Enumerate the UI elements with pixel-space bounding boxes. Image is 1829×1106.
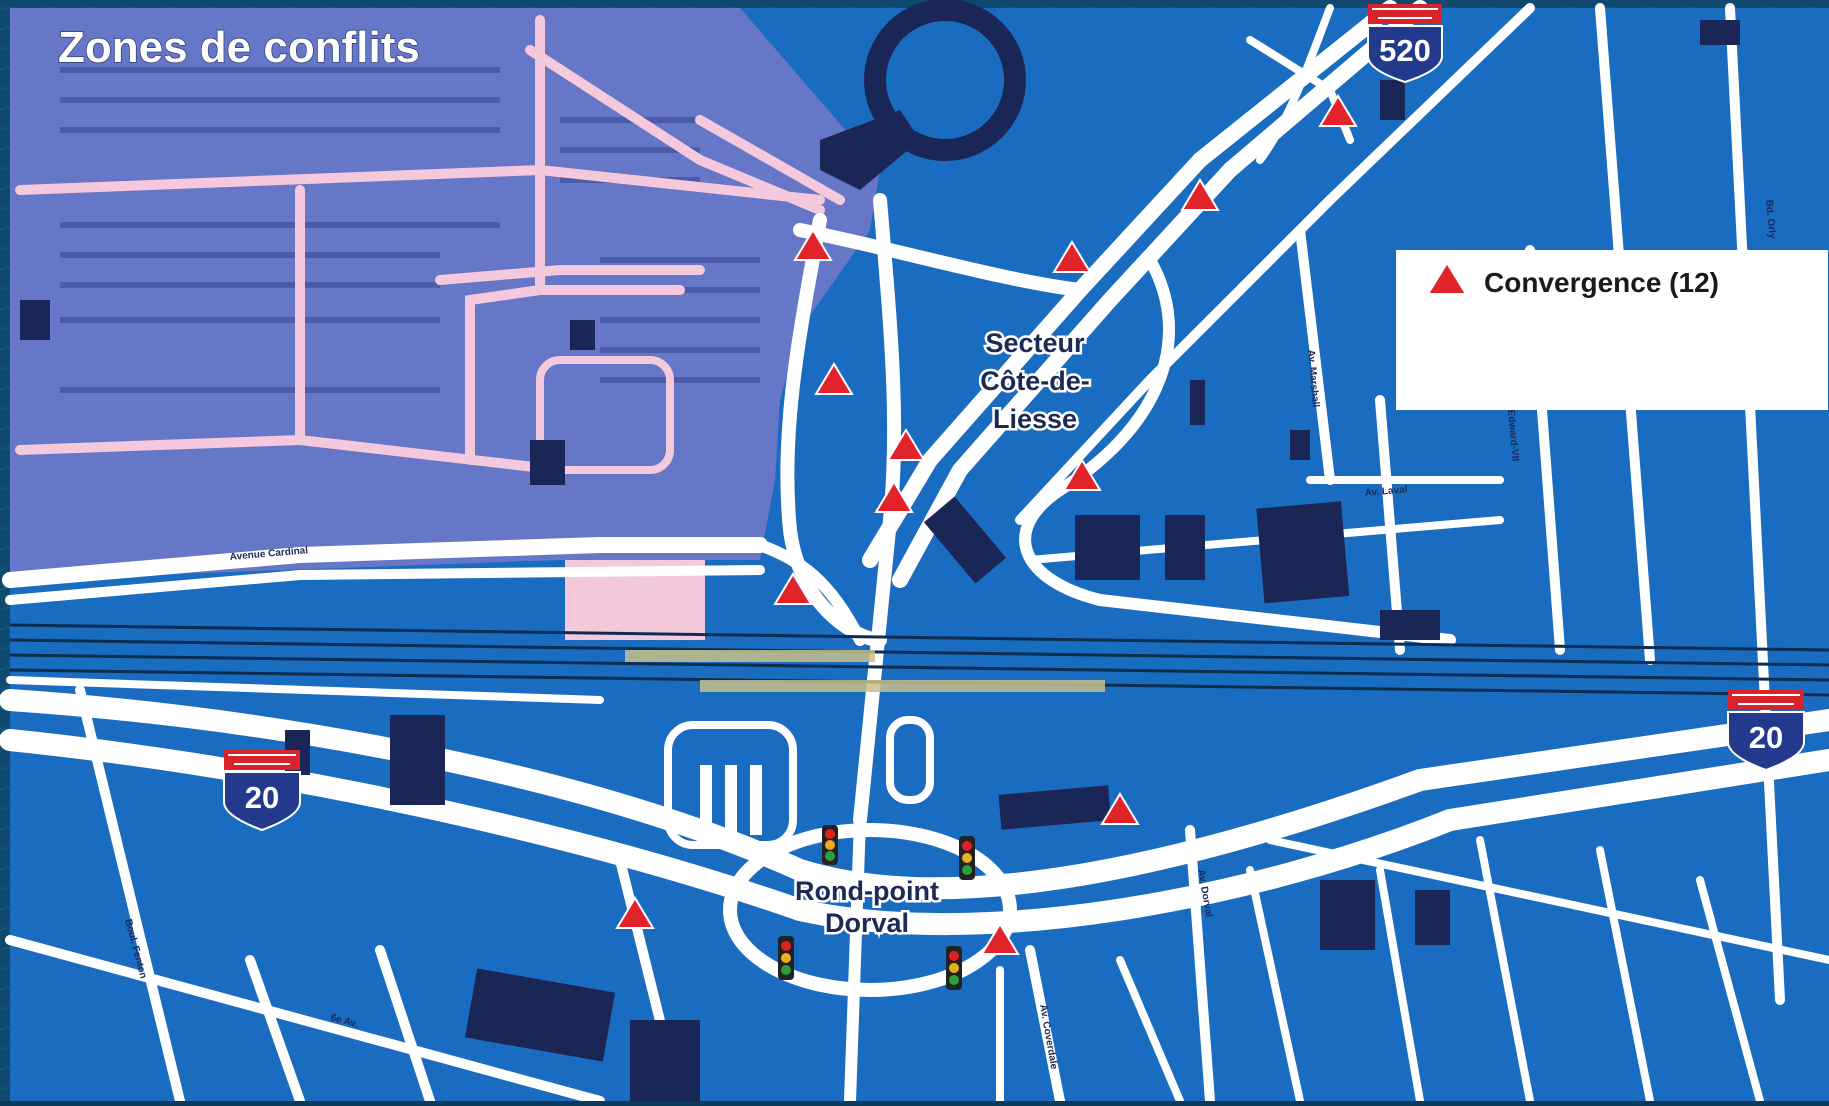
traffic-lights (778, 825, 975, 990)
convergence-triangle-icon[interactable] (980, 922, 1020, 955)
parking-structure (664, 716, 934, 849)
conflict-markers (615, 94, 1358, 955)
airport-roads (15, 15, 845, 475)
railway-platforms (625, 650, 1105, 692)
highway-shield-icon (1367, 4, 1443, 84)
traffic-light-icon (946, 946, 962, 990)
highway-shield-520[interactable]: 520 (1367, 4, 1443, 84)
convergence-triangle-icon[interactable] (874, 480, 914, 513)
airport-zone (10, 8, 880, 580)
highway-shield-icon (223, 750, 301, 832)
highway-shield-20-east[interactable]: 20 (1727, 690, 1805, 772)
area-label-dorval: Dorval (825, 908, 909, 938)
area-label-secteur: Secteur (985, 328, 1085, 358)
convergence-triangle-icon[interactable] (615, 896, 655, 929)
highway-number-20-west: 20 (245, 780, 279, 815)
traffic-light-icon (959, 836, 975, 880)
area-label-liesse: Liesse (993, 404, 1077, 434)
convergence-triangle-icon[interactable] (1100, 792, 1140, 825)
highway-shield-icon (1727, 690, 1805, 772)
highway-shield-20-west[interactable]: 20 (223, 750, 301, 832)
convergence-triangle-icon[interactable] (886, 428, 926, 461)
legend-convergence-label: Convergence (12) (1484, 267, 1719, 298)
legend-box: Convergence (12) (1396, 250, 1828, 410)
convergence-triangle-icon[interactable] (1052, 240, 1092, 273)
street-label-av-laval: Av. Laval (1364, 484, 1408, 499)
highway-number-520: 520 (1379, 33, 1431, 68)
traffic-light-icon (778, 936, 794, 980)
map-title: Zones de conflits (58, 23, 420, 72)
area-label-rond-point: Rond-point (795, 876, 939, 906)
convergence-triangle-icon[interactable] (773, 572, 813, 605)
buildings (20, 20, 1740, 1101)
street-label-bd-orly: Bd. Orly (1763, 199, 1777, 239)
parking-lots (60, 67, 760, 393)
convergence-triangle-icon[interactable] (814, 362, 854, 395)
convergence-triangle-icon (1426, 261, 1468, 295)
traffic-light-icon (822, 825, 838, 865)
convergence-triangle-icon[interactable] (793, 228, 833, 261)
airport-terminal (820, 0, 1026, 190)
convergence-triangle-icon[interactable] (1318, 94, 1358, 127)
convergence-triangle-icon[interactable] (1062, 458, 1102, 491)
street-label-edward-vii: Edward-VII (1505, 409, 1520, 462)
highway-number-20-east: 20 (1749, 720, 1783, 755)
area-label-cote-de: Côte-de- (980, 366, 1090, 396)
street-label-av-marshall: Av. Marshall (1305, 349, 1321, 408)
convergence-triangle-icon[interactable] (1180, 178, 1220, 211)
